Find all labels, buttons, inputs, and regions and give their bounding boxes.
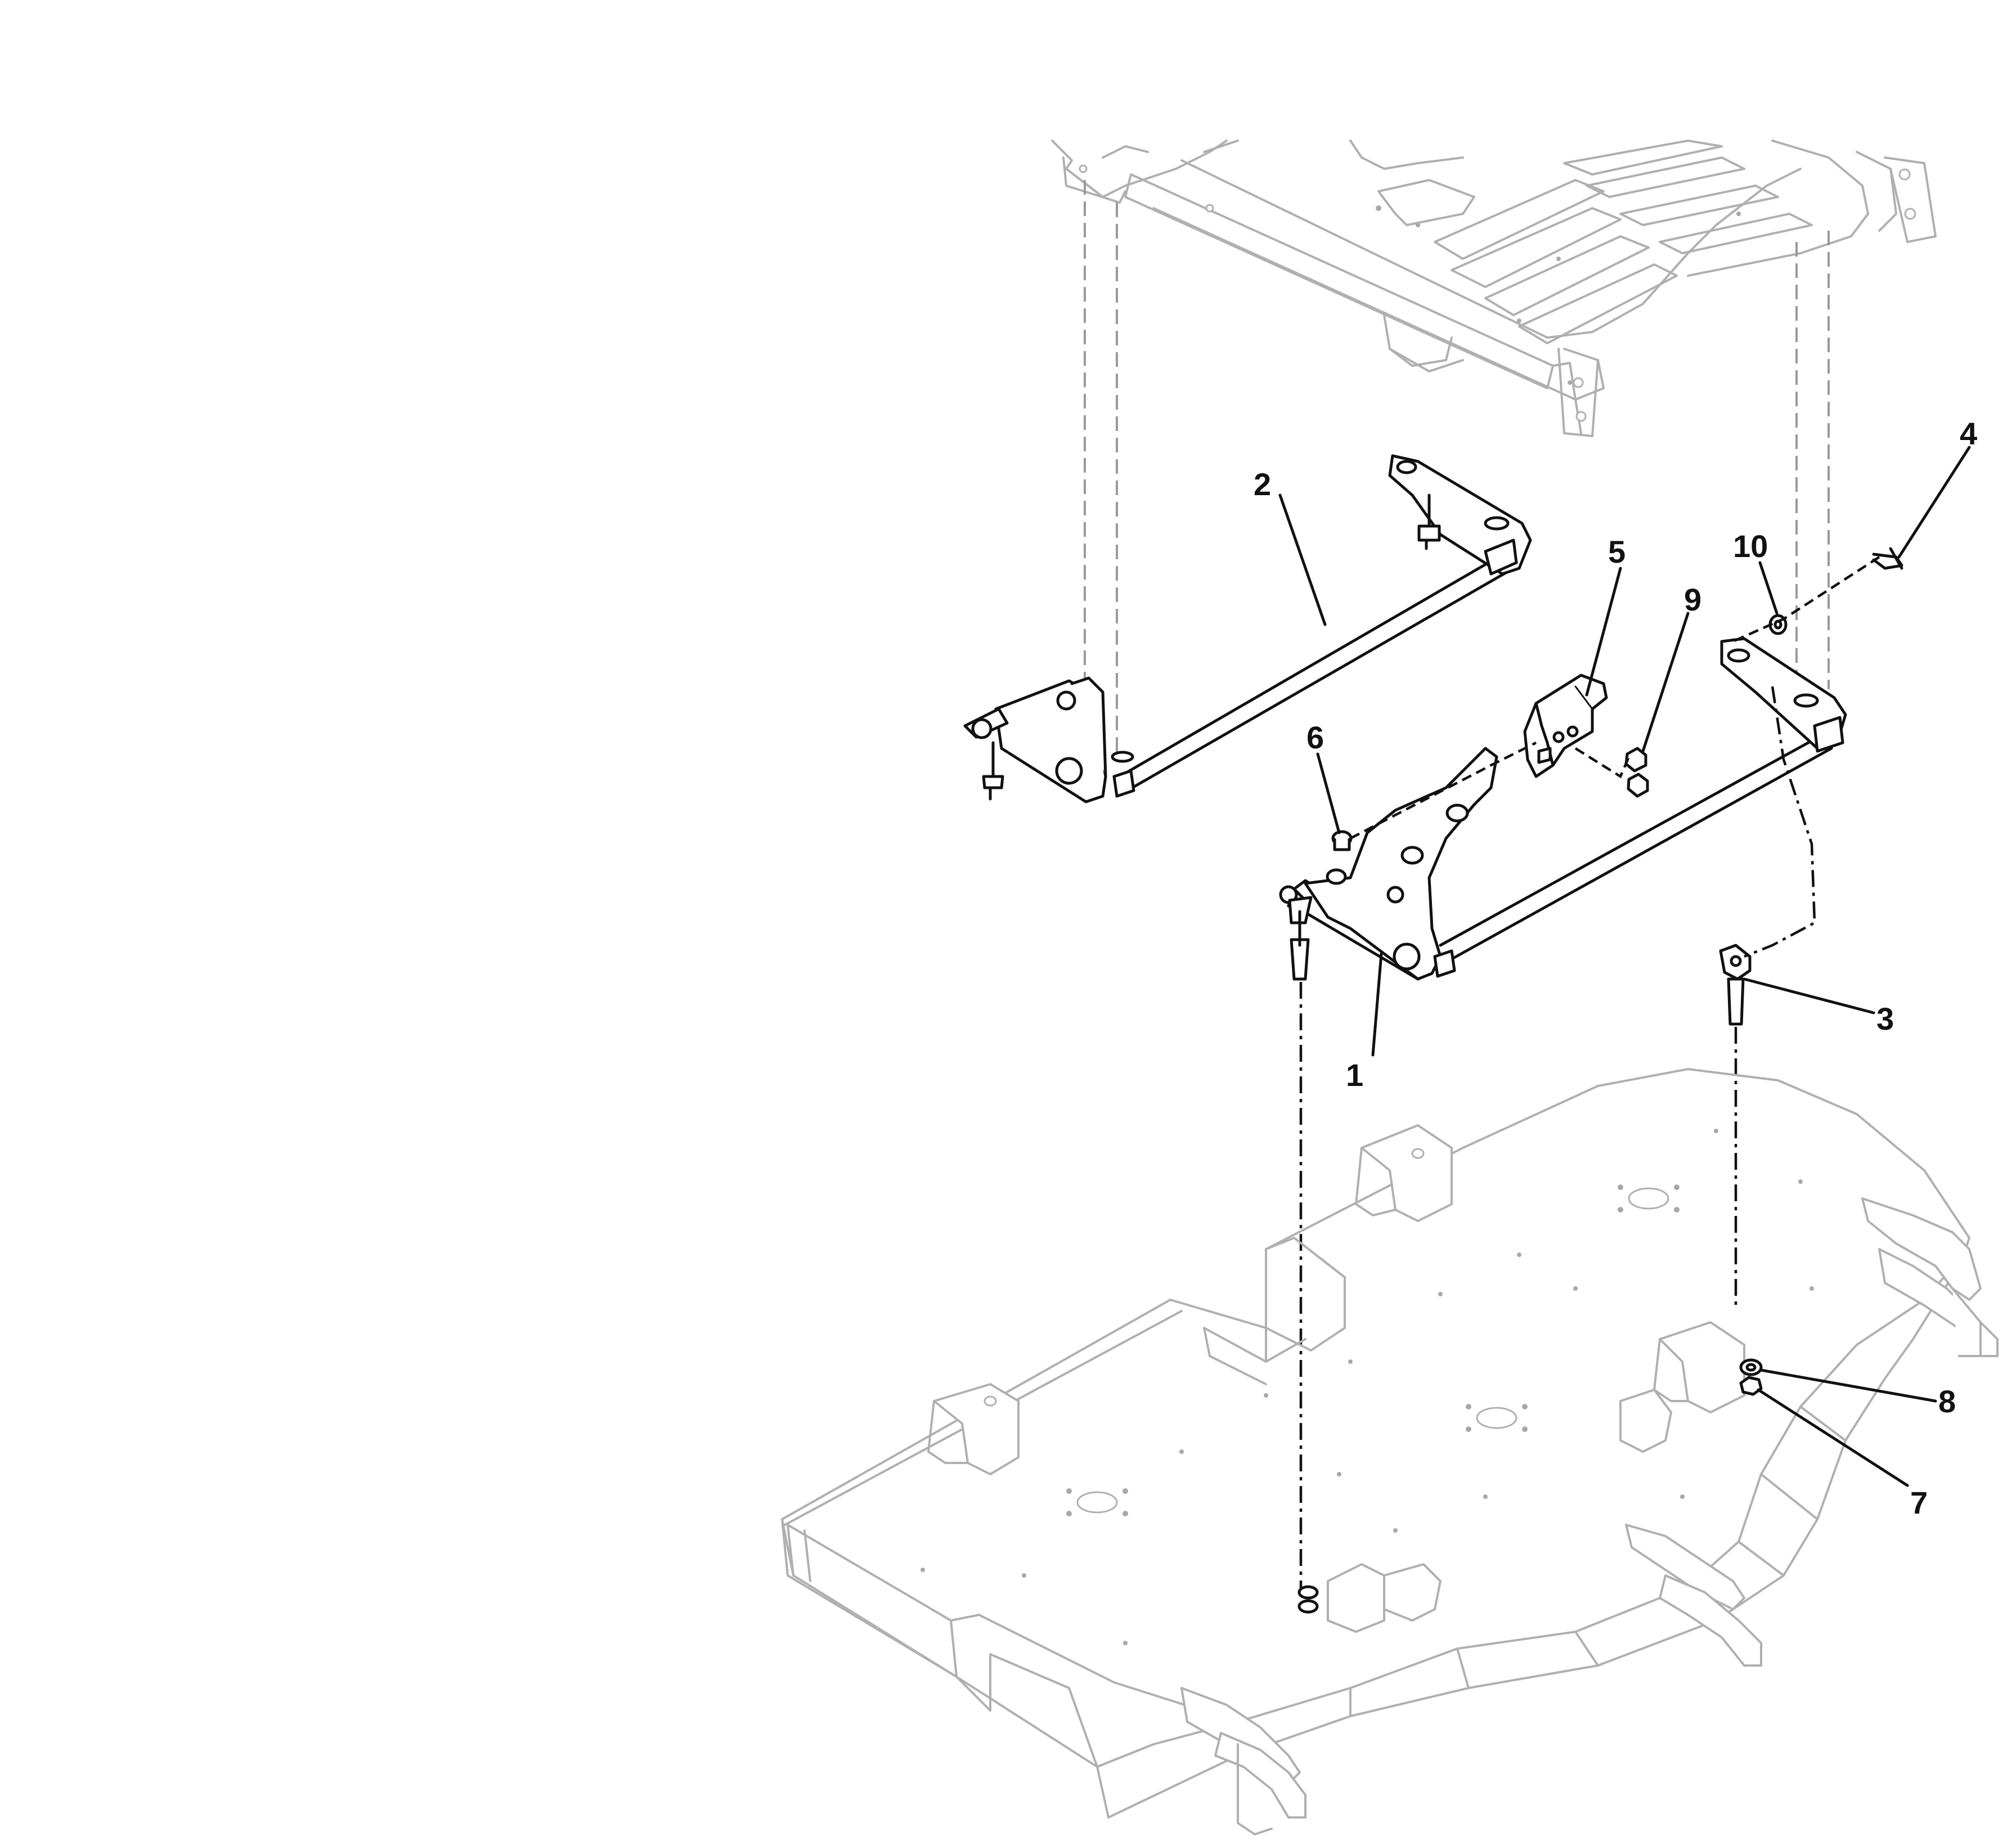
callout-labels: 1 2 3 4 5 6 7 8 9 10 — [1254, 416, 1977, 1520]
callout-5: 5 — [1608, 534, 1626, 569]
ghost-mower-deck — [781, 1068, 1999, 1835]
part-7-nut — [1739, 1376, 1763, 1396]
callout-9: 9 — [1684, 582, 1701, 617]
ghost-chassis-frame — [1051, 140, 1937, 437]
callout-6: 6 — [1306, 720, 1324, 755]
part-5-bracket — [1523, 674, 1608, 778]
part-9-nut — [1624, 747, 1649, 798]
leader-lines — [1278, 446, 1971, 1487]
part-6-bolt — [1326, 830, 1353, 885]
assembly-lines — [1299, 556, 1880, 1592]
callout-1: 1 — [1346, 1057, 1363, 1093]
callout-4: 4 — [1960, 416, 1977, 451]
part-8-washer — [1739, 1358, 1763, 1376]
callout-7: 7 — [1910, 1485, 1928, 1520]
ghost-alignment-lines — [1084, 180, 1830, 760]
callout-10: 10 — [1733, 528, 1768, 564]
callout-2: 2 — [1254, 466, 1271, 502]
part-1-front-lift-assembly — [1279, 637, 1847, 981]
callout-8: 8 — [1938, 1384, 1956, 1419]
part-4-hair-pin — [1872, 547, 1903, 570]
part-3-eye-bolt — [1719, 944, 1752, 1026]
deck-left-hardware — [1297, 1585, 1319, 1614]
callout-3: 3 — [1876, 1001, 1894, 1036]
part-2-rear-lift-assembly — [963, 454, 1532, 803]
